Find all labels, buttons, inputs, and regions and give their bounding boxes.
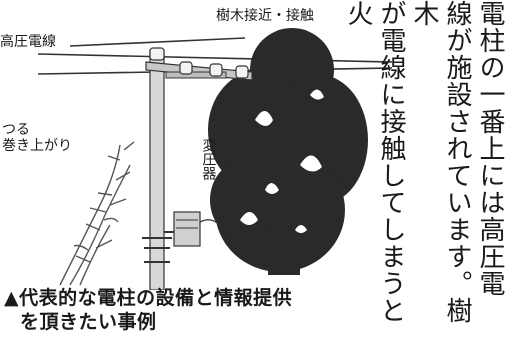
tree-silhouette [208, 28, 368, 275]
transformer-label: 変圧器 [200, 138, 217, 180]
article-body-vertical: 電柱の一番上には高圧電 線が施設されています。樹木 が電線に接触してしまうと火 [343, 0, 506, 337]
body-column-3: が電線に接触してしまうと火 [343, 0, 406, 324]
utility-pole-illustration: 高圧電線 樹木接近・接触 つる 巻き上がり 変圧器 [0, 8, 393, 290]
body-column-2: 線が施設されています。樹木 [409, 0, 472, 324]
caption-line-1: 代表的な電柱の設備と情報提供 [19, 287, 293, 309]
figure-caption: ▲代表的な電柱の設備と情報提供 を頂きたい事例 [4, 286, 396, 334]
pole-drawing [37, 28, 393, 290]
high-voltage-line-label: 高圧電線 [0, 34, 56, 50]
vine [59, 141, 135, 286]
vine-label: つる 巻き上がり [2, 122, 72, 155]
caption-line-2: を頂きたい事例 [20, 311, 157, 333]
caption-triangle-marker: ▲ [4, 287, 20, 309]
utility-pole [142, 47, 253, 290]
body-column-1: 電柱の一番上には高圧電 [475, 0, 505, 297]
tree-contact-label: 樹木接近・接触 [216, 8, 314, 24]
tree-highlights [240, 89, 324, 233]
